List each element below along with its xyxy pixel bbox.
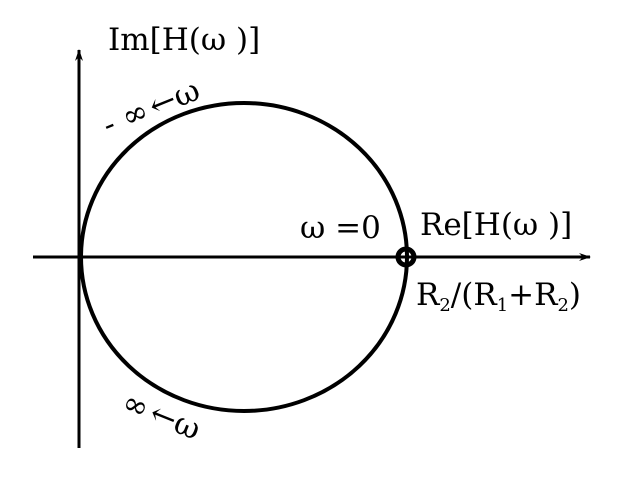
subscript: 2: [557, 295, 568, 316]
subscript: 1: [497, 295, 508, 316]
real-axis-label: Re[H(ω )]: [420, 207, 572, 243]
upper-arrow-label: - ∞←ω: [98, 72, 206, 143]
subscript: 2: [439, 295, 450, 316]
intercept-label: R2/(R1+R2): [416, 277, 581, 316]
zero-frequency-label: ω =0: [300, 210, 381, 246]
nyquist-locus: [79, 101, 409, 413]
intercept-r2: R: [416, 277, 441, 313]
imag-axis-label: Im[H(ω )]: [108, 22, 260, 58]
intercept-mid: /(R: [451, 277, 499, 313]
lower-arrow-label: ∞←ω: [117, 384, 206, 448]
zero-frequency-point: [395, 246, 417, 268]
intercept-plus: +R: [508, 277, 559, 313]
intercept-close: ): [569, 277, 581, 313]
